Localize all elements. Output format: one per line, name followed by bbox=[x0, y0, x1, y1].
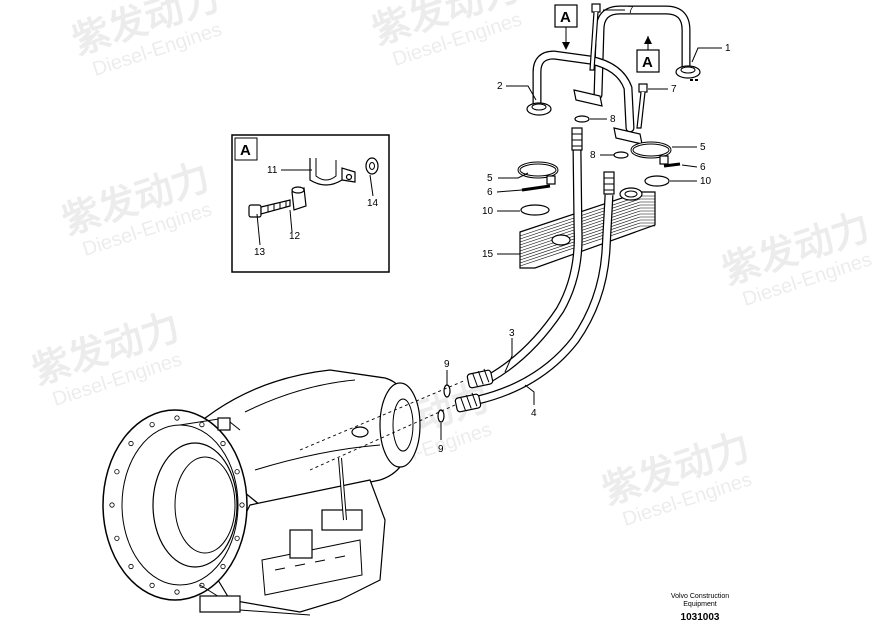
sleeve-part bbox=[291, 186, 307, 211]
o-ring-9a bbox=[443, 384, 451, 398]
figure-number: 1031003 bbox=[681, 612, 720, 623]
bolt-part bbox=[248, 199, 291, 218]
footer-block: Volvo Construction Equipment 1031003 bbox=[671, 593, 729, 623]
o-ring-9b bbox=[437, 409, 445, 423]
view-marker-a-top: A bbox=[554, 4, 578, 50]
hose-fitting-4 bbox=[454, 392, 482, 413]
flange-bolt-hole bbox=[128, 563, 134, 570]
pipe-1 bbox=[593, 5, 701, 100]
screw-6a bbox=[521, 184, 551, 192]
callout-12: 12 bbox=[289, 231, 301, 242]
callout-8a: 8 bbox=[610, 114, 616, 125]
screw-6b bbox=[663, 162, 681, 168]
callout-8b: 8 bbox=[590, 150, 596, 161]
hose-clamp-5b bbox=[630, 141, 672, 165]
bracket-part bbox=[309, 158, 356, 186]
callout-14: 14 bbox=[367, 198, 379, 209]
callout-10a: 10 bbox=[482, 206, 494, 217]
footer-company: Volvo Construction bbox=[671, 593, 729, 600]
flange-bolt-hole bbox=[174, 415, 180, 421]
flange-bolt-hole bbox=[149, 582, 155, 589]
flange-bolt-hole bbox=[220, 440, 226, 447]
o-ring-10a bbox=[520, 204, 550, 216]
callout-3: 3 bbox=[509, 328, 515, 339]
cooler-fin bbox=[519, 198, 655, 240]
cooler-fin bbox=[519, 204, 655, 246]
view-marker-label: A bbox=[642, 54, 653, 71]
pipe-2 bbox=[526, 50, 635, 133]
callout-labels: 1 2 3 4 5 5 6 6 7 7 8 8 9 9 10 10 15 bbox=[438, 5, 731, 455]
cooler-fin bbox=[519, 201, 655, 243]
callout-1: 1 bbox=[725, 43, 731, 54]
callout-6b: 6 bbox=[700, 162, 706, 173]
washer-part bbox=[365, 157, 379, 175]
hose-3 bbox=[487, 127, 583, 382]
pipe-clamp-upper bbox=[573, 89, 643, 145]
flange-bolt-hole bbox=[234, 535, 240, 541]
flange-bolt-hole bbox=[239, 502, 245, 508]
callout-6a: 6 bbox=[487, 187, 493, 198]
callout-9a: 9 bbox=[444, 359, 450, 370]
callout-15: 15 bbox=[482, 249, 494, 260]
o-ring-8b bbox=[613, 151, 629, 159]
callout-2: 2 bbox=[497, 81, 503, 92]
flange-bolt-hole bbox=[220, 563, 226, 570]
leader-lines bbox=[440, 9, 722, 440]
bolt-7a bbox=[589, 3, 601, 71]
callout-4: 4 bbox=[531, 408, 537, 419]
callout-9b: 9 bbox=[438, 444, 444, 455]
o-ring-10b bbox=[644, 175, 670, 187]
callout-5a: 5 bbox=[487, 173, 493, 184]
flange-bolt-hole bbox=[109, 502, 115, 508]
transmission-housing bbox=[102, 369, 467, 616]
flange-bolt-hole bbox=[174, 589, 180, 595]
hose-clamp-5a bbox=[517, 161, 559, 185]
detail-box-title: A bbox=[240, 142, 251, 159]
callout-5b: 5 bbox=[700, 142, 706, 153]
hose-fitting-3 bbox=[466, 368, 494, 389]
flange-bolt-hole bbox=[128, 440, 134, 447]
oil-cooler bbox=[519, 187, 656, 269]
flange-bolt-hole bbox=[199, 421, 205, 428]
o-ring-8a bbox=[574, 115, 590, 123]
footer-company-sub: Equipment bbox=[683, 601, 717, 608]
flange-bolt-hole bbox=[149, 421, 155, 428]
flange-bolt-hole bbox=[234, 469, 240, 475]
callout-7a: 7 bbox=[628, 5, 634, 16]
flange-bolt-hole bbox=[114, 469, 120, 475]
detail-box-a: A 11 12 13 14 bbox=[231, 134, 390, 273]
hose-4 bbox=[476, 171, 615, 405]
cooler-fin bbox=[519, 219, 655, 261]
bolt-7b bbox=[636, 83, 648, 129]
cooler-fin bbox=[519, 222, 655, 264]
callout-7b: 7 bbox=[671, 84, 677, 95]
cooler-fin bbox=[519, 225, 655, 267]
flange-bolt-hole bbox=[114, 535, 120, 541]
callout-10b: 10 bbox=[700, 176, 712, 187]
view-marker-a-right: A bbox=[636, 36, 660, 73]
view-marker-label: A bbox=[560, 9, 571, 26]
callout-13: 13 bbox=[254, 247, 266, 258]
callout-11: 11 bbox=[267, 165, 278, 176]
